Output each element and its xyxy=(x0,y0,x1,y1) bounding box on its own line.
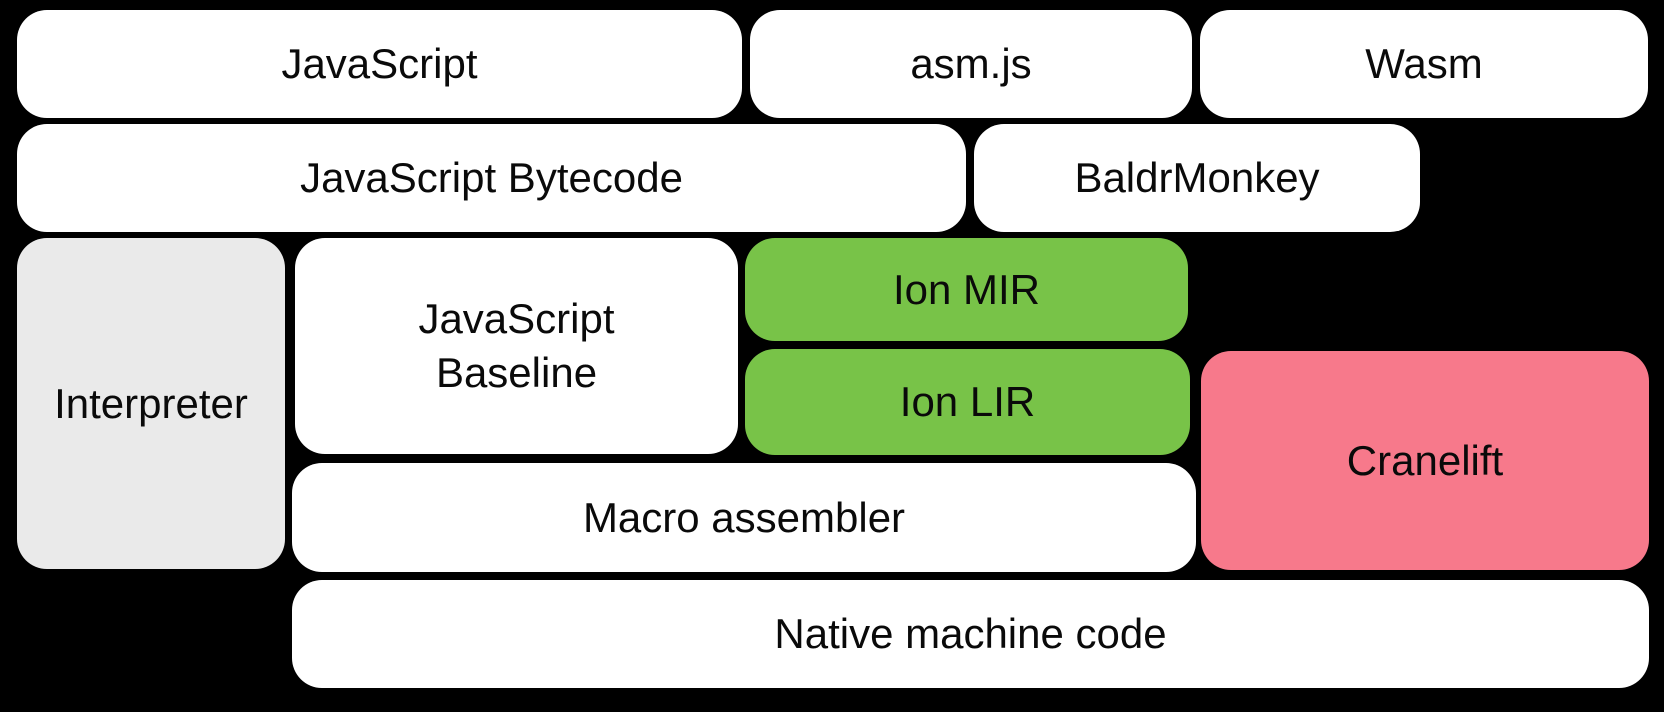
box-javascript-bytecode: JavaScript Bytecode xyxy=(17,124,966,232)
box-macro-assembler: Macro assembler xyxy=(292,463,1196,572)
box-cranelift: Cranelift xyxy=(1201,351,1649,570)
box-baldrmonkey: BaldrMonkey xyxy=(974,124,1420,232)
box-ion-mir: Ion MIR xyxy=(745,238,1188,341)
box-ion-lir: Ion LIR xyxy=(745,349,1190,455)
box-javascript-baseline: JavaScript Baseline xyxy=(295,238,738,454)
box-interpreter: Interpreter xyxy=(17,238,285,569)
box-javascript: JavaScript xyxy=(17,10,742,118)
box-native-machine-code: Native machine code xyxy=(292,580,1649,688)
box-asmjs: asm.js xyxy=(750,10,1192,118)
box-wasm: Wasm xyxy=(1200,10,1648,118)
